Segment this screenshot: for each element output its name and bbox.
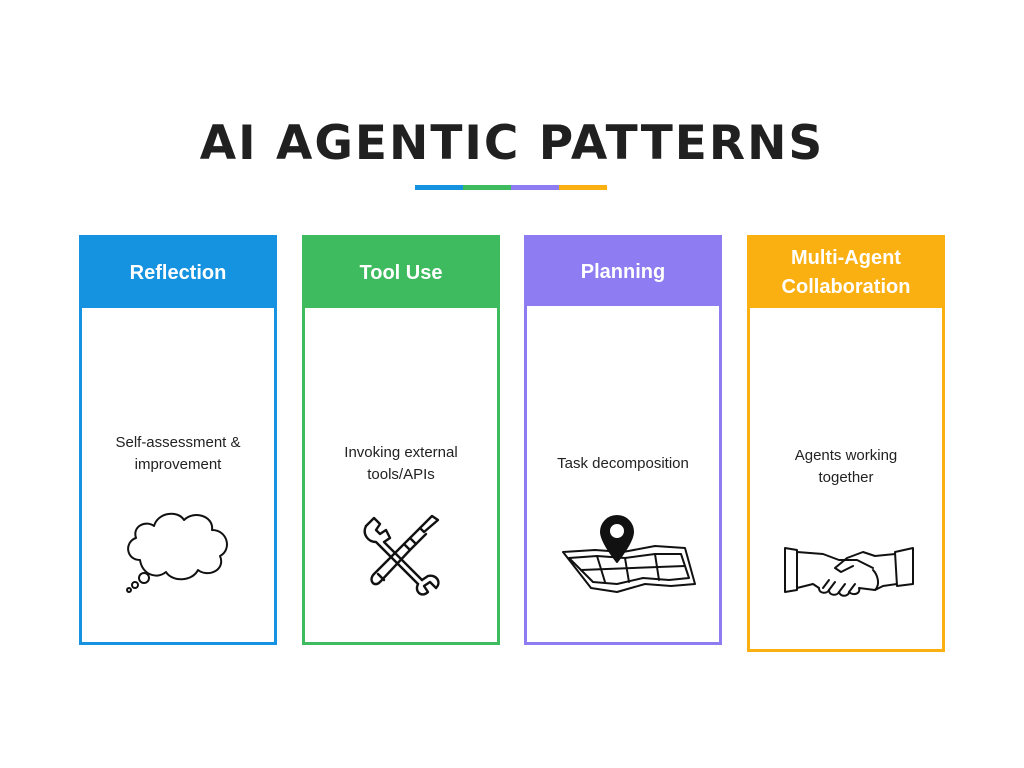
thought-cloud-icon	[122, 502, 234, 598]
card-header: Multi-Agent Collaboration	[750, 238, 942, 308]
card-planning: Planning Task decomposition	[524, 235, 722, 645]
card-multi-agent-collaboration: Multi-Agent Collaboration Agents working…	[747, 235, 945, 652]
underline-segment-blue	[415, 185, 463, 190]
card-description: Agents working together	[794, 447, 898, 486]
page-title: AI AGENTIC PATTERNS	[199, 116, 825, 171]
card-description: Task decomposition	[557, 455, 689, 472]
handshake-icon	[783, 544, 915, 600]
card-reflection: Reflection Self-assessment & improvement	[79, 235, 277, 645]
card-description: Invoking external tools/APIs	[344, 444, 458, 483]
wrench-screwdriver-icon	[360, 512, 444, 596]
card-header: Planning	[527, 238, 719, 306]
title-underline	[415, 185, 607, 190]
card-header: Tool Use	[305, 238, 497, 308]
underline-segment-purple	[511, 185, 559, 190]
underline-segment-orange	[559, 185, 607, 190]
card-description: Self-assessment & improvement	[115, 434, 241, 473]
underline-segment-green	[463, 185, 511, 190]
card-header: Reflection	[82, 238, 274, 308]
card-tool-use: Tool Use Invoking external tools/APIs	[302, 235, 500, 645]
map-pin-icon	[561, 512, 697, 598]
